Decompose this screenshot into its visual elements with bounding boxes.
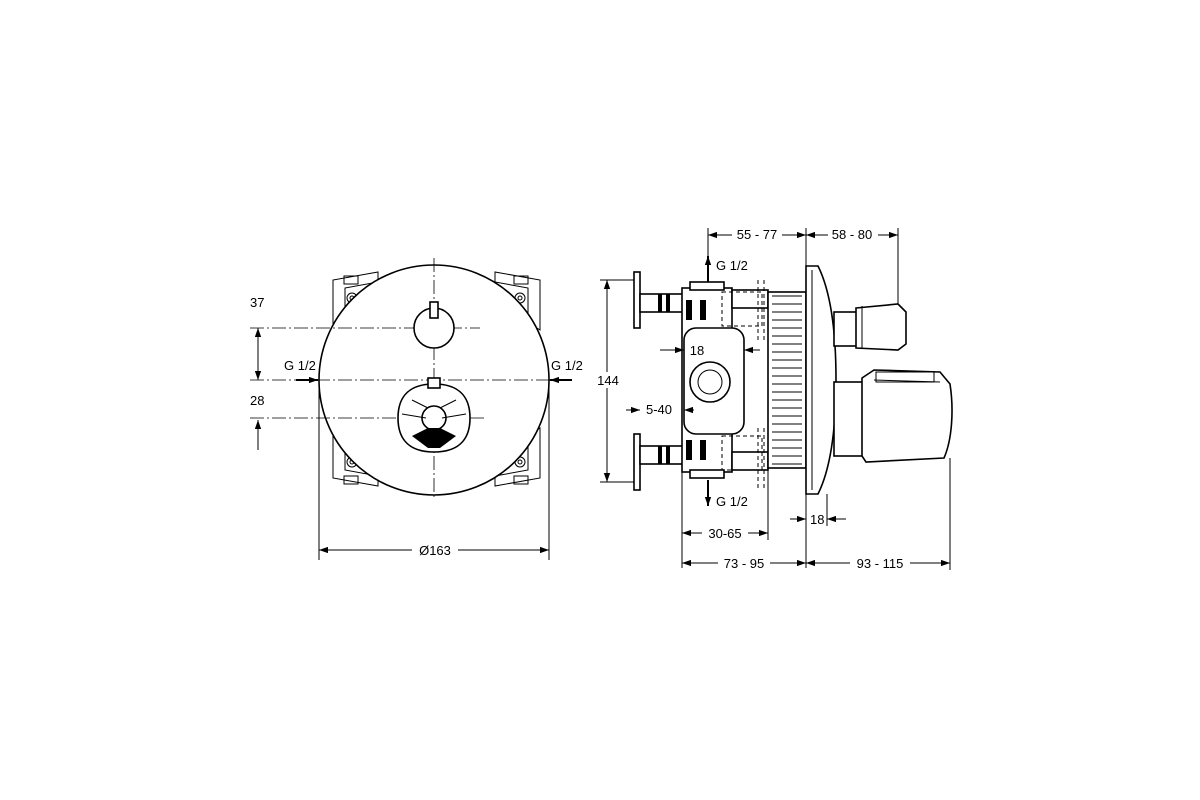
- dim-top-depth-label: 55 - 77: [737, 227, 777, 242]
- front-view: 37 28 G 1/2 G 1/2 Ø163: [250, 258, 583, 560]
- dim-plate-label: 18: [810, 512, 824, 527]
- wall-flange-top: [633, 271, 641, 329]
- install-sleeve: [721, 280, 765, 490]
- thermostat-knob-icon: [397, 377, 471, 453]
- dim-height-label: 144: [597, 373, 619, 388]
- dim-port-label: 18: [690, 343, 704, 358]
- valve-body: [681, 281, 769, 479]
- dim-bottom-depth-label: 73 - 95: [724, 556, 764, 571]
- dim-37-label: 37: [250, 295, 264, 310]
- side-view: 55 - 77 58 - 80 G 1/2 144: [596, 227, 953, 571]
- dim-top-projection-label: 58 - 80: [832, 227, 872, 242]
- dim-bottom-projection-label: 93 - 115: [857, 556, 904, 571]
- thermostat-handle-icon: [833, 369, 953, 463]
- inlet-right-label: G 1/2: [551, 358, 583, 373]
- dim-adjust-label: 5-40: [646, 402, 672, 417]
- diameter-label: Ø163: [419, 543, 451, 558]
- outlet-bottom-label: G 1/2: [716, 494, 748, 509]
- dim-body-label: 30-65: [708, 526, 741, 541]
- diverter-handle-icon: [833, 303, 907, 351]
- dim-28-label: 28: [250, 393, 264, 408]
- diverter-knob-icon: [413, 301, 455, 349]
- wall-flange-bottom: [633, 433, 641, 491]
- threaded-sleeve: [767, 291, 807, 469]
- inlet-left-label: G 1/2: [284, 358, 316, 373]
- outlet-top-label: G 1/2: [716, 258, 748, 273]
- cover-plate-profile: [805, 265, 837, 495]
